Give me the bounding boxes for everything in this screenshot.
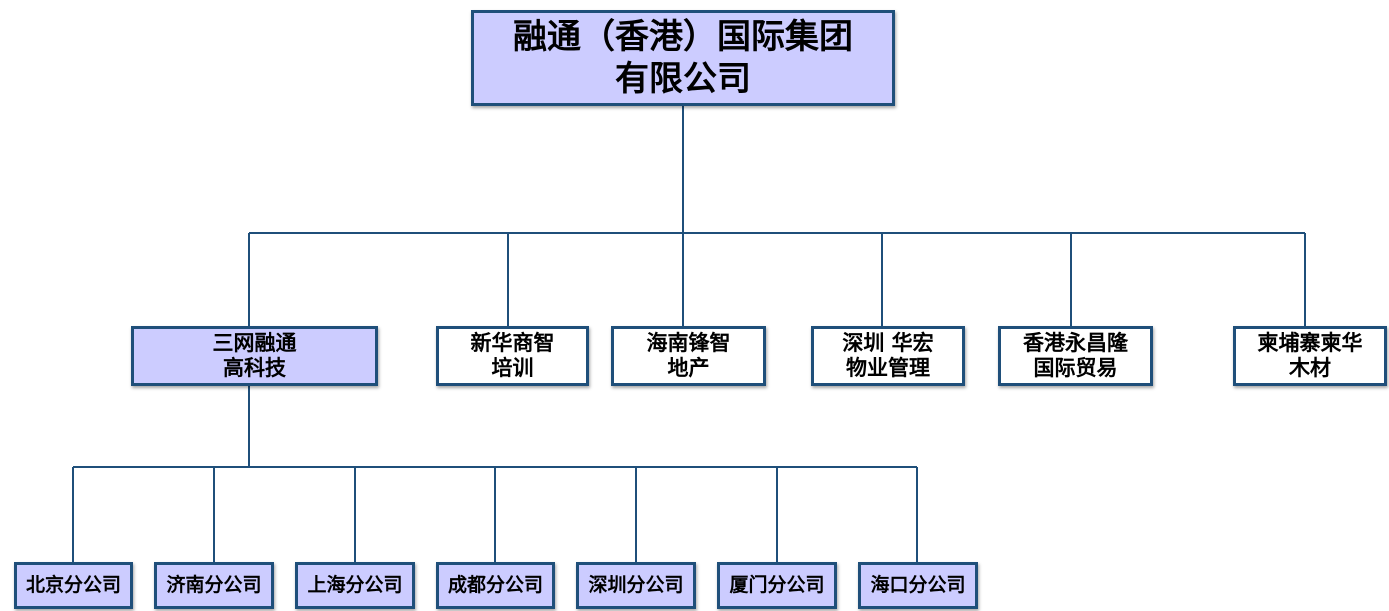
branch-name: 济南分公司 [166, 574, 262, 597]
branch-box-chengdu: 成都分公司 [436, 562, 555, 609]
root-company-box: 融通（香港）国际集团 有限公司 [471, 10, 895, 106]
subsidiary-name-line2: 高科技 [223, 356, 286, 380]
subsidiary-box-xinhua: 新华商智 培训 [436, 326, 589, 386]
branch-name: 上海分公司 [307, 574, 403, 597]
root-company-name-line2: 有限公司 [615, 59, 751, 99]
subsidiary-name-line1: 海南锋智 [646, 330, 731, 355]
branch-name: 厦门分公司 [729, 574, 825, 597]
subsidiary-box-sanwang: 三网融通 高科技 [131, 326, 378, 386]
branch-box-beijing: 北京分公司 [14, 562, 133, 609]
subsidiary-name-line1: 深圳 华宏 [842, 330, 934, 355]
branch-name: 成都分公司 [447, 574, 543, 597]
branch-box-haikou: 海口分公司 [858, 562, 978, 609]
subsidiary-box-cambodia: 柬埔寨柬华 木材 [1233, 326, 1387, 386]
branch-box-shenzhen: 深圳分公司 [576, 562, 696, 609]
subsidiary-name-line2: 物业管理 [846, 356, 930, 380]
subsidiary-name-line2: 地产 [667, 356, 710, 380]
subsidiary-name-line1: 香港永昌隆 [1023, 330, 1128, 355]
subsidiary-name-line1: 新华商智 [470, 330, 555, 355]
subsidiary-name-line1: 三网融通 [212, 330, 297, 355]
subsidiary-name-line2: 培训 [491, 356, 534, 380]
branch-box-xiamen: 厦门分公司 [717, 562, 837, 609]
root-company-name-line1: 融通（香港）国际集团 [513, 16, 853, 57]
branch-name: 北京分公司 [25, 574, 121, 597]
branch-box-shanghai: 上海分公司 [295, 562, 415, 609]
subsidiary-box-shenzhen: 深圳 华宏 物业管理 [811, 326, 965, 386]
subsidiary-box-hainan: 海南锋智 地产 [611, 326, 766, 386]
subsidiary-name-line2: 木材 [1289, 356, 1331, 380]
subsidiary-box-hongkong: 香港永昌隆 国际贸易 [998, 326, 1153, 386]
subsidiary-name-line2: 国际贸易 [1033, 356, 1118, 380]
branch-name: 深圳分公司 [588, 574, 684, 597]
branch-name: 海口分公司 [870, 574, 966, 597]
subsidiary-name-line1: 柬埔寨柬华 [1257, 330, 1363, 355]
branch-box-jinan: 济南分公司 [154, 562, 274, 609]
